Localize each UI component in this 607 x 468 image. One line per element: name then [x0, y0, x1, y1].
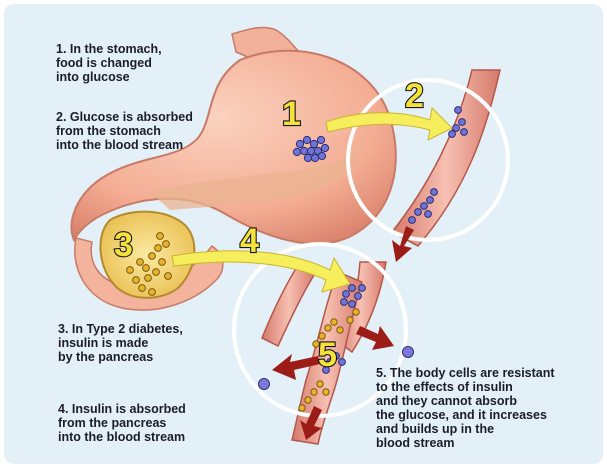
caption-step-4: 4. Insulin is absorbed from the pancreas… — [58, 402, 186, 444]
caption-step-5: 5. The body cells are resistant to the e… — [376, 366, 555, 450]
glucose-molecule-right — [403, 347, 414, 358]
glucose-molecule-left — [259, 379, 270, 390]
step-marker-3: 3 — [114, 226, 133, 264]
caption-step-2: 2. Glucose is absorbed from the stomach … — [56, 110, 193, 152]
caption-step-1: 1. In the stomach, food is changed into … — [56, 42, 162, 84]
caption-step-3: 3. In Type 2 diabetes, insulin is made b… — [58, 322, 183, 364]
step-marker-1: 1 — [282, 95, 301, 133]
step-marker-4: 4 — [240, 222, 259, 260]
step-marker-5: 5 — [318, 336, 337, 374]
step-marker-2: 2 — [405, 77, 424, 115]
